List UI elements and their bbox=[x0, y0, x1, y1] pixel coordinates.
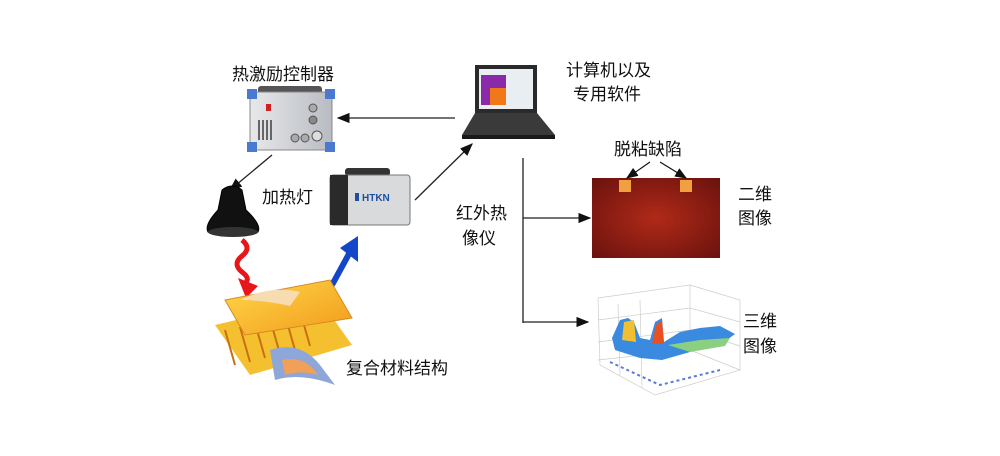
heat-lamp-icon bbox=[206, 185, 260, 237]
heat-lamp-label: 加热灯 bbox=[262, 188, 313, 208]
debond-defect-label: 脱粘缺陷 bbox=[614, 140, 682, 160]
controller-label: 热激励控制器 bbox=[232, 65, 334, 85]
camera-brand-logo: HTKN bbox=[362, 193, 390, 204]
computer-label-line2: 专用软件 bbox=[573, 85, 641, 105]
heat-wave-arrow-icon bbox=[234, 238, 258, 298]
image-3d-label-line1: 三维 bbox=[743, 312, 777, 332]
ir-camera-label-line1: 红外热 bbox=[456, 204, 507, 224]
thermal-2d-image bbox=[592, 178, 720, 258]
computer-label-line1: 计算机以及 bbox=[566, 61, 651, 81]
ir-camera-label-line2: 像仪 bbox=[462, 229, 496, 249]
thermal-3d-surface bbox=[609, 318, 735, 387]
defect-pointer-arrows bbox=[626, 161, 688, 179]
image-2d-label-line2: 图像 bbox=[738, 209, 772, 229]
arrow-camera-to-computer bbox=[414, 143, 473, 201]
arrow-controller-to-lamp bbox=[229, 154, 273, 191]
laptop-icon bbox=[462, 65, 555, 139]
ir-camera-icon: HTKN bbox=[329, 168, 411, 226]
composite-label: 复合材料结构 bbox=[346, 359, 448, 379]
reflected-heat-arrow-icon bbox=[329, 236, 358, 287]
image-2d-label-line1: 二维 bbox=[738, 185, 772, 205]
composite-structure-icon bbox=[215, 279, 353, 385]
image-3d-label-line2: 图像 bbox=[743, 337, 777, 357]
controller-device-icon bbox=[247, 86, 335, 152]
